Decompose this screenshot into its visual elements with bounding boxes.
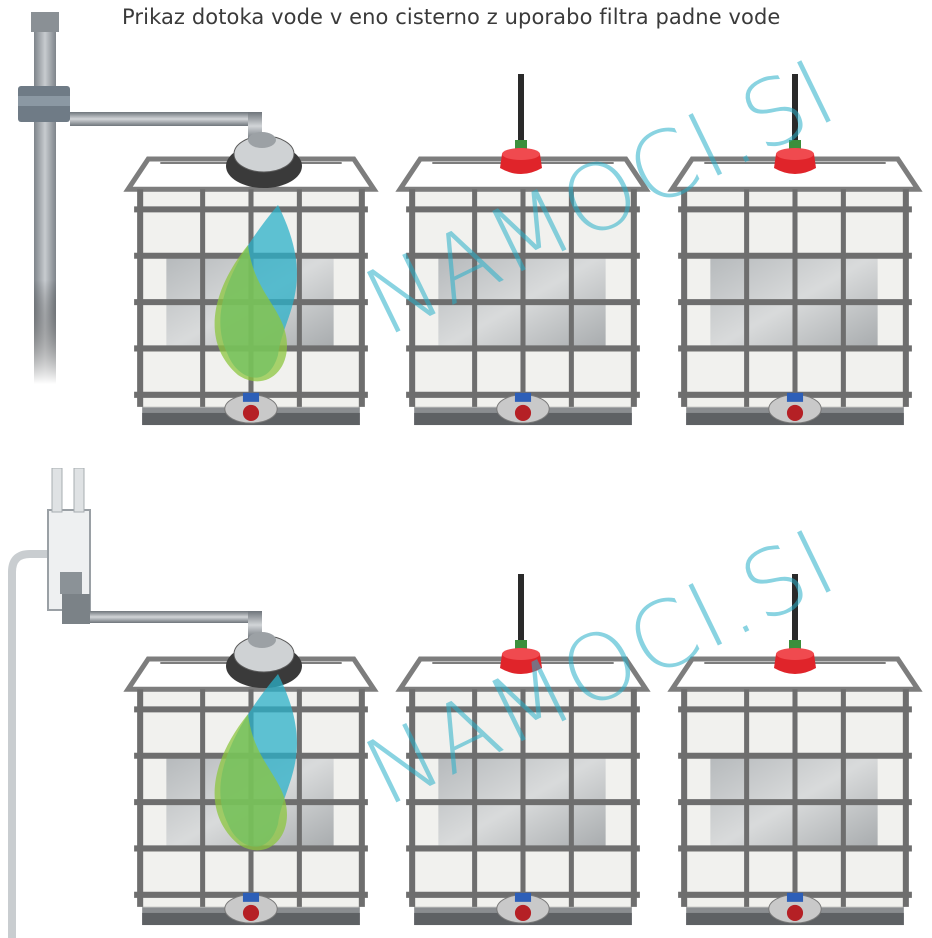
filter-cap-bottom bbox=[226, 632, 302, 688]
filter-cap bbox=[226, 132, 302, 188]
tank-6 bbox=[672, 659, 918, 925]
tank-4 bbox=[128, 659, 374, 925]
red-cap-tank-2 bbox=[500, 74, 542, 174]
diagram-caption: Prikaz dotoka vode v eno cisterno z upor… bbox=[122, 5, 781, 29]
downpipe-collector bbox=[18, 12, 262, 384]
scene-top: NAMOCI.SI bbox=[18, 12, 932, 470]
scene-top-drawing bbox=[18, 12, 932, 470]
scene-bottom: NAMOCI.SI bbox=[0, 468, 932, 938]
tank-1 bbox=[128, 159, 374, 425]
downpipe-filter bbox=[8, 468, 262, 938]
